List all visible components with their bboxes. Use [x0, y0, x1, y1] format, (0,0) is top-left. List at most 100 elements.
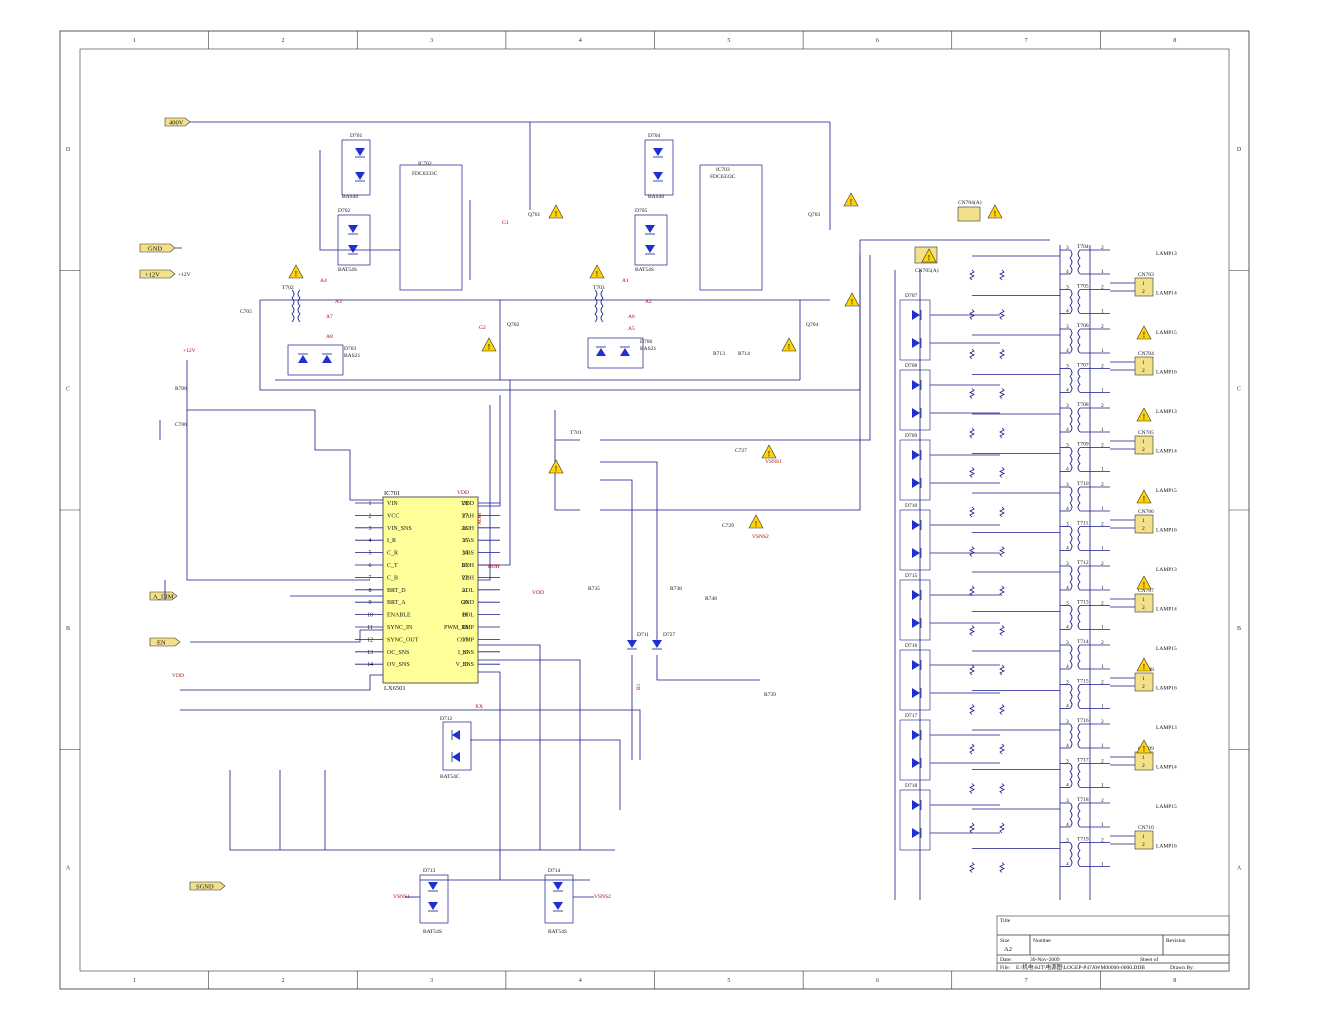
svg-text:D704: D704: [648, 133, 660, 139]
svg-text:3: 3: [1066, 285, 1069, 291]
svg-text:LX6501: LX6501: [384, 685, 406, 692]
warning-icon: !: [288, 264, 304, 279]
svg-text:30-Nov-2009: 30-Nov-2009: [1030, 957, 1060, 963]
ic-pin-num-right: 17: [462, 637, 468, 643]
svg-text:1: 1: [1101, 546, 1104, 552]
svg-text:VSNS2: VSNS2: [594, 894, 611, 900]
connector-ref: CN710: [1138, 825, 1154, 831]
svg-text:4: 4: [1066, 585, 1069, 591]
svg-text:D706: D706: [640, 339, 652, 345]
port-gnd: GND: [139, 243, 182, 253]
svg-text:E:\机电\KIT\电源图\LOGEP-P47AWM0000: E:\机电\KIT\电源图\LOGEP-P47AWM00000-0000.DDB: [1016, 963, 1145, 971]
svg-text:Q703: Q703: [808, 212, 820, 218]
warning-icon: !: [987, 204, 1003, 219]
ic-pin-name: BRT_A: [387, 600, 406, 606]
lamp-connector: CN710 1 2: [1110, 825, 1154, 850]
transformer-ref: T719: [1077, 837, 1089, 843]
svg-text:2: 2: [1101, 561, 1104, 567]
transformer-ref: T706: [1077, 323, 1089, 329]
warning-icon: !: [1136, 489, 1152, 504]
grid-row-right: A: [1237, 865, 1242, 871]
transformer-ref: T712: [1077, 560, 1089, 566]
svg-text:Title: Title: [1000, 918, 1011, 924]
diode-ref: D710: [905, 503, 917, 509]
svg-text:2: 2: [1142, 842, 1145, 848]
diode-ref: D707: [905, 293, 917, 299]
svg-text:C706: C706: [175, 422, 187, 428]
svg-text:D702: D702: [338, 208, 350, 214]
lamp-label: LAMP13: [1156, 725, 1177, 731]
svg-text:2: 2: [1142, 605, 1145, 611]
svg-text:XX: XX: [475, 704, 483, 710]
svg-text:R739: R739: [764, 692, 776, 698]
svg-text:4: 4: [1066, 467, 1069, 473]
svg-text:1: 1: [1142, 834, 1145, 840]
grid-col-top: 8: [1173, 38, 1176, 44]
svg-text:AOH: AOH: [477, 513, 483, 525]
svg-text:R748: R748: [705, 596, 717, 602]
transformer-ref: T709: [1077, 442, 1089, 448]
lamp-label: LAMP13: [1156, 567, 1177, 573]
svg-text:1: 1: [1101, 625, 1104, 631]
port-sgnd: SGND: [189, 881, 226, 891]
svg-text:BAT54C: BAT54C: [440, 774, 460, 780]
lamp-label: LAMP14: [1156, 449, 1177, 455]
grid-row-left: B: [66, 626, 70, 632]
svg-text:FDC6333C: FDC6333C: [710, 174, 736, 180]
svg-text:4: 4: [1066, 388, 1069, 394]
warning-icon: !: [1136, 739, 1152, 754]
ic-pin-number: 13: [367, 650, 373, 656]
ic-pin-number: 3: [369, 526, 372, 532]
svg-text:3: 3: [1066, 324, 1069, 330]
svg-text:IC702: IC702: [418, 161, 432, 167]
svg-text:D727: D727: [663, 632, 675, 638]
port-en: EN: [149, 637, 181, 647]
transformer-ref: T713: [1077, 600, 1089, 606]
svg-text:D712: D712: [440, 716, 452, 722]
svg-text:C727: C727: [735, 448, 747, 454]
ic-pin-num-right: 27: [462, 513, 468, 519]
svg-text:D705: D705: [635, 208, 647, 214]
svg-text:D713: D713: [423, 868, 435, 874]
svg-text:1: 1: [1101, 783, 1104, 789]
svg-text:4: 4: [1066, 862, 1069, 868]
svg-text:Number: Number: [1033, 938, 1051, 944]
svg-text:R738: R738: [670, 586, 682, 592]
svg-text:A2: A2: [1004, 946, 1012, 953]
svg-text:+12V: +12V: [183, 348, 196, 354]
grid-col-bottom: 1: [133, 978, 136, 984]
ic-pin-name-right: BOH: [461, 563, 474, 569]
svg-text:1: 1: [1101, 822, 1104, 828]
svg-text:1: 1: [1142, 676, 1145, 682]
warning-icon: !: [1136, 575, 1152, 590]
diode-pair: D717: [899, 713, 1000, 781]
warning-icon: !: [921, 248, 937, 263]
ic-pin-num-right: 24: [462, 551, 468, 557]
svg-text:BAS21: BAS21: [344, 353, 360, 359]
ic-pin-name-right: V_SNS: [456, 662, 474, 668]
svg-text:1: 1: [1101, 506, 1104, 512]
svg-text:Drawn By:: Drawn By:: [1170, 965, 1195, 971]
diode-ref: D716: [905, 643, 917, 649]
diode-ref: D717: [905, 713, 917, 719]
ic-pin-number: 14: [367, 662, 373, 668]
warning-icon: !: [843, 192, 859, 207]
port-a-dim: A_DIM: [149, 591, 178, 601]
svg-text:A1: A1: [622, 278, 629, 284]
svg-text:4: 4: [1066, 822, 1069, 828]
grid-col-bottom: 4: [579, 978, 582, 984]
lamp-label: LAMP15: [1156, 488, 1177, 494]
svg-text:4: 4: [1066, 546, 1069, 552]
svg-text:!: !: [488, 343, 491, 352]
svg-text:!: !: [755, 520, 758, 529]
svg-text:3: 3: [1066, 561, 1069, 567]
ic-pin-name-right: VAS: [463, 538, 474, 544]
